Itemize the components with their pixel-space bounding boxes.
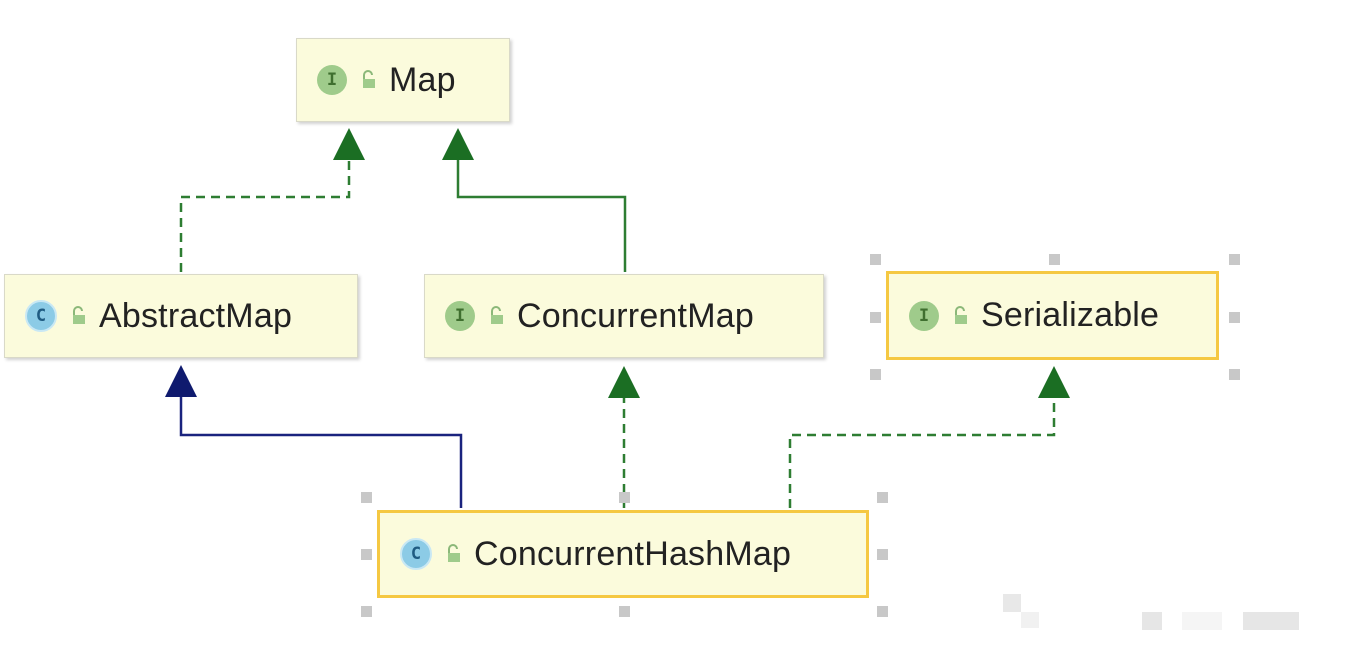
node-label: ConcurrentMap bbox=[517, 296, 754, 335]
interface-badge-icon: I bbox=[909, 300, 939, 331]
node-label: Serializable bbox=[981, 296, 1160, 334]
unlock-icon bbox=[489, 306, 505, 326]
node-abstractmap[interactable]: C AbstractMap bbox=[4, 274, 358, 358]
class-badge-icon: C bbox=[25, 300, 57, 332]
node-label: Map bbox=[389, 60, 456, 99]
arrowhead-concurrentmap-map bbox=[442, 128, 474, 160]
selection-handle[interactable] bbox=[1229, 369, 1240, 380]
edge-chm-abstractmap bbox=[179, 397, 463, 508]
class-badge-icon: C bbox=[400, 538, 432, 570]
node-label: AbstractMap bbox=[99, 296, 293, 335]
selection-handle[interactable] bbox=[361, 606, 372, 617]
selection-handle[interactable] bbox=[619, 492, 630, 503]
unlock-icon bbox=[446, 544, 462, 564]
selection-handle[interactable] bbox=[877, 606, 888, 617]
unlock-icon bbox=[953, 305, 969, 326]
arrowhead-chm-concurrentmap bbox=[608, 366, 640, 398]
node-map[interactable]: I Map bbox=[296, 38, 510, 122]
node-label: ConcurrentHashMap bbox=[474, 534, 792, 573]
arrowhead-abstractmap-map bbox=[333, 128, 365, 160]
arrowhead-chm-serializable bbox=[1038, 366, 1070, 398]
edge-abstractmap-map bbox=[179, 160, 351, 272]
selection-handle[interactable] bbox=[877, 549, 888, 560]
edge-concurrentmap-map bbox=[456, 160, 627, 272]
selection-handle[interactable] bbox=[870, 312, 881, 323]
selection-handle[interactable] bbox=[1229, 312, 1240, 323]
interface-badge-icon: I bbox=[317, 65, 347, 95]
unlock-icon bbox=[361, 70, 377, 90]
edge-chm-serializable bbox=[788, 398, 1056, 508]
node-serializable[interactable]: I Serializable bbox=[886, 271, 1219, 360]
selection-handle[interactable] bbox=[361, 549, 372, 560]
selection-handle[interactable] bbox=[870, 369, 881, 380]
interface-badge-icon: I bbox=[445, 301, 475, 331]
selection-handle[interactable] bbox=[1229, 254, 1240, 265]
node-concurrenthashmap[interactable]: C ConcurrentHashMap bbox=[377, 510, 869, 598]
selection-handle[interactable] bbox=[877, 492, 888, 503]
selection-handle[interactable] bbox=[1049, 254, 1060, 265]
selection-handle[interactable] bbox=[870, 254, 881, 265]
selection-handle[interactable] bbox=[361, 492, 372, 503]
arrowhead-chm-abstractmap bbox=[165, 365, 197, 397]
unlock-icon bbox=[71, 306, 87, 326]
selection-handle[interactable] bbox=[619, 606, 630, 617]
node-concurrentmap[interactable]: I ConcurrentMap bbox=[424, 274, 824, 358]
